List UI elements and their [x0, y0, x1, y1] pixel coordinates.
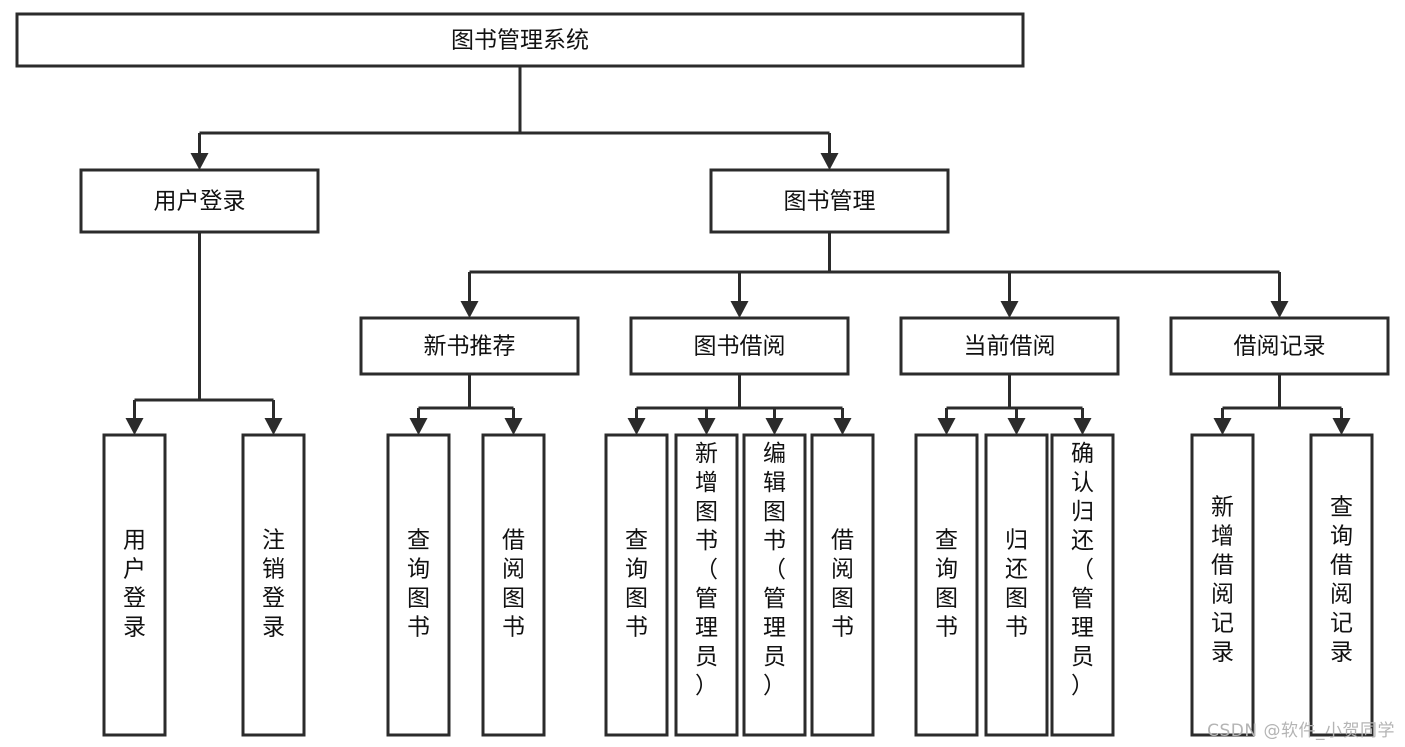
node-leaf-8-rect [914, 433, 979, 737]
node-level3-3-label: 借阅记录 [1234, 334, 1326, 360]
node-leaf-4-label: 查询图书 [625, 528, 648, 641]
node-leaf-10[interactable]: 确认归还（管理员） [1050, 433, 1115, 737]
node-leaf-3[interactable]: 借阅图书 [481, 433, 546, 737]
book-manage-arrow-3-head [1270, 301, 1289, 318]
node-leaf-0-rect [102, 433, 167, 737]
csdn-watermark: CSDN @软件_小贺同学 [1207, 721, 1395, 741]
node-leaf-7-label: 借阅图书 [831, 528, 854, 641]
node-leaf-2[interactable]: 查询图书 [386, 433, 451, 737]
node-level2-0-rect [79, 168, 320, 234]
node-root-rect [15, 12, 1025, 68]
node-level2-1-rect [709, 168, 950, 234]
node-level3-0[interactable]: 新书推荐 [359, 316, 580, 376]
book-manage-arrow-1-head [730, 301, 749, 318]
node-leaf-5[interactable]: 新增图书（管理员） [674, 433, 739, 737]
node-leaf-1-label: 注销登录 [262, 528, 285, 641]
node-leaf-11-label: 新增借阅记录 [1211, 495, 1234, 666]
node-leaf-6-label: 编辑图书（管理员） [763, 441, 786, 699]
node-leaf-10-label: 确认归还（管理员） [1071, 441, 1094, 699]
node-leaf-11[interactable]: 新增借阅记录 [1190, 433, 1255, 737]
node-leaf-8-label: 查询图书 [935, 528, 958, 641]
l3-0-arrow-0-head [409, 418, 428, 435]
node-level3-1-rect [629, 316, 850, 376]
l3-2-arrow-2-head [1073, 418, 1092, 435]
node-level3-2[interactable]: 当前借阅 [899, 316, 1120, 376]
node-level3-1[interactable]: 图书借阅 [629, 316, 850, 376]
l3-0-arrow-1-head [504, 418, 523, 435]
node-level3-0-label: 新书推荐 [424, 334, 516, 360]
node-level2-0[interactable]: 用户登录 [79, 168, 320, 234]
node-leaf-11-rect [1190, 433, 1255, 737]
book-manage-arrow-2-head [1000, 301, 1019, 318]
node-leaf-1-rect [241, 433, 306, 737]
l3-1-arrow-0-head [627, 418, 646, 435]
node-leaf-4-rect [604, 433, 669, 737]
node-leaf-5-rect [674, 433, 739, 737]
node-leaf-6[interactable]: 编辑图书（管理员） [742, 433, 807, 737]
l3-2-arrow-0-head [937, 418, 956, 435]
node-leaf-0-label: 用户登录 [123, 528, 146, 641]
node-level2-0-label: 用户登录 [154, 189, 246, 215]
l3-1-arrow-3-head [833, 418, 852, 435]
node-leaf-2-label: 查询图书 [407, 528, 430, 641]
node-level3-2-label: 当前借阅 [964, 334, 1056, 360]
node-leaf-10-rect [1050, 433, 1115, 737]
l3-1-arrow-2-head [765, 418, 784, 435]
node-level3-0-rect [359, 316, 580, 376]
node-leaf-9-label: 归还图书 [1005, 528, 1028, 641]
node-leaf-3-label: 借阅图书 [502, 528, 525, 641]
root-arrow-0-head [190, 153, 209, 170]
node-leaf-1[interactable]: 注销登录 [241, 433, 306, 737]
node-leaf-9[interactable]: 归还图书 [984, 433, 1049, 737]
node-leaf-8[interactable]: 查询图书 [914, 433, 979, 737]
l3-1-arrow-1-head [697, 418, 716, 435]
node-leaf-6-rect [742, 433, 807, 737]
node-root[interactable]: 图书管理系统 [15, 12, 1025, 68]
l3-3-arrow-1-head [1332, 418, 1351, 435]
user-login-arrow-1-head [264, 418, 283, 435]
node-leaf-3-rect [481, 433, 546, 737]
l3-2-arrow-1-head [1007, 418, 1026, 435]
node-leaf-0[interactable]: 用户登录 [102, 433, 167, 737]
node-level3-3[interactable]: 借阅记录 [1169, 316, 1390, 376]
node-root-label: 图书管理系统 [451, 28, 589, 54]
user-login-arrow-0-head [125, 418, 144, 435]
node-leaf-9-rect [984, 433, 1049, 737]
node-level3-3-rect [1169, 316, 1390, 376]
node-level3-1-label: 图书借阅 [694, 334, 786, 360]
root-arrow-1-head [820, 153, 839, 170]
node-leaf-4[interactable]: 查询图书 [604, 433, 669, 737]
node-level2-1-label: 图书管理 [784, 189, 876, 215]
node-level3-2-rect [899, 316, 1120, 376]
node-layer: 图书管理系统用户登录图书管理新书推荐图书借阅当前借阅借阅记录用户登录注销登录查询… [15, 12, 1390, 737]
node-leaf-2-rect [386, 433, 451, 737]
node-leaf-5-label: 新增图书（管理员） [695, 441, 718, 699]
connector-layer [125, 66, 1351, 435]
node-leaf-7-rect [810, 433, 875, 737]
book-manage-arrow-0-head [460, 301, 479, 318]
node-leaf-12-label: 查询借阅记录 [1330, 495, 1353, 666]
node-level2-1[interactable]: 图书管理 [709, 168, 950, 234]
node-leaf-7[interactable]: 借阅图书 [810, 433, 875, 737]
node-leaf-12-rect [1309, 433, 1374, 737]
node-leaf-12[interactable]: 查询借阅记录 [1309, 433, 1374, 737]
l3-3-arrow-0-head [1213, 418, 1232, 435]
